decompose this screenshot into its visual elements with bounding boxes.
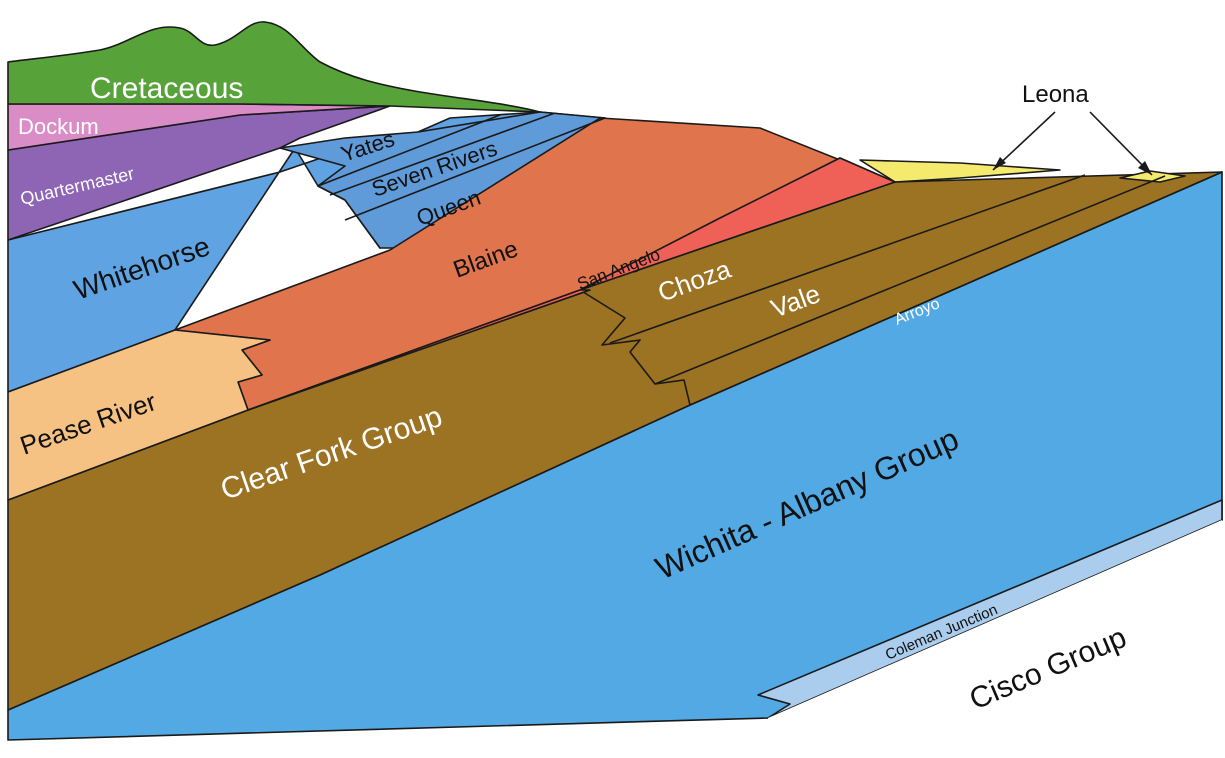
unit-pease-river: [7, 329, 271, 501]
unit-cisco: [768, 520, 1222, 740]
label-leona: Leona: [1022, 81, 1089, 108]
unit-leona-east: [1119, 170, 1186, 183]
unit-san-angelo: [247, 157, 896, 411]
contact-vale-arroyo: [654, 175, 1166, 385]
unit-cretaceous: [7, 21, 541, 113]
contact-sevenrivers-queen: [329, 112, 556, 196]
leona-arrowhead-east: [1138, 161, 1152, 175]
contact-yates-sevenrivers: [317, 114, 501, 187]
contact-choza-vale: [609, 174, 1086, 344]
unit-leona-west: [859, 159, 1061, 183]
label-cretaceous: Cretaceous: [90, 72, 243, 105]
contact-queen-base: [344, 117, 606, 221]
label-dockum: Dockum: [18, 114, 99, 139]
leona-arrowhead-west: [993, 157, 1006, 170]
